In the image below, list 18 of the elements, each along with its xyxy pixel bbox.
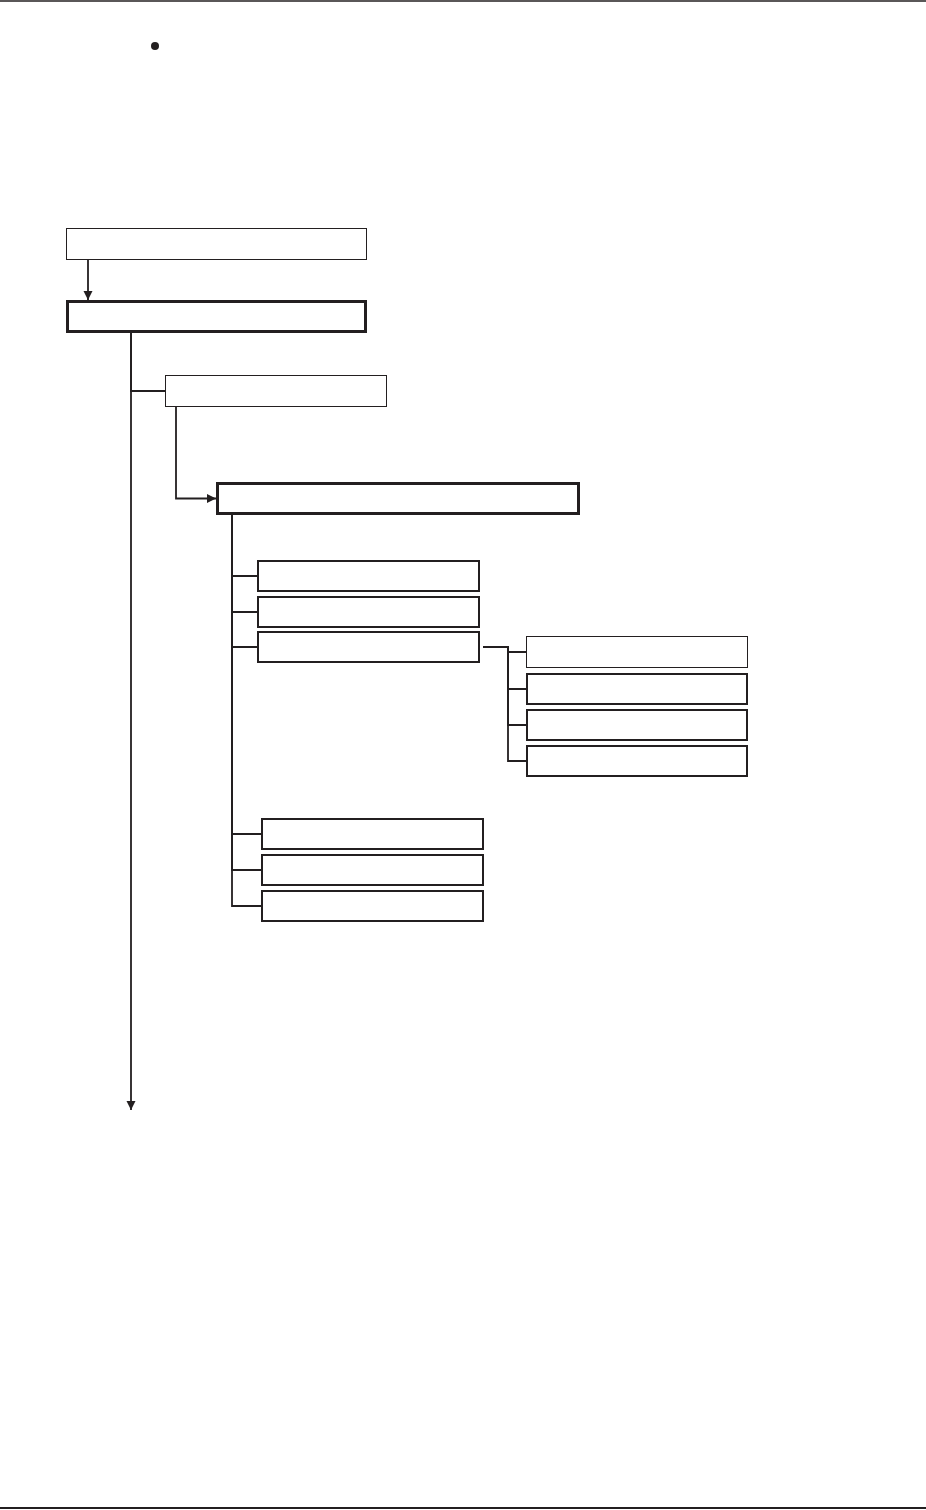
- empty-box: [261, 818, 484, 850]
- arrow: [83, 259, 93, 301]
- connector-line: [130, 332, 166, 392]
- empty-box: [526, 673, 748, 705]
- empty-box: [261, 890, 484, 922]
- empty-box: [257, 560, 480, 592]
- empty-box: [257, 631, 480, 663]
- empty-box: [261, 854, 484, 886]
- empty-box: [257, 596, 480, 628]
- empty-box: [66, 228, 367, 260]
- empty-box: [526, 745, 748, 777]
- empty-box: [216, 482, 580, 515]
- empty-box: [66, 300, 367, 333]
- empty-box: [526, 636, 748, 668]
- empty-box: [526, 709, 748, 741]
- arrow: [175, 406, 217, 503]
- empty-box: [165, 375, 387, 407]
- connector-line: [482, 646, 527, 762]
